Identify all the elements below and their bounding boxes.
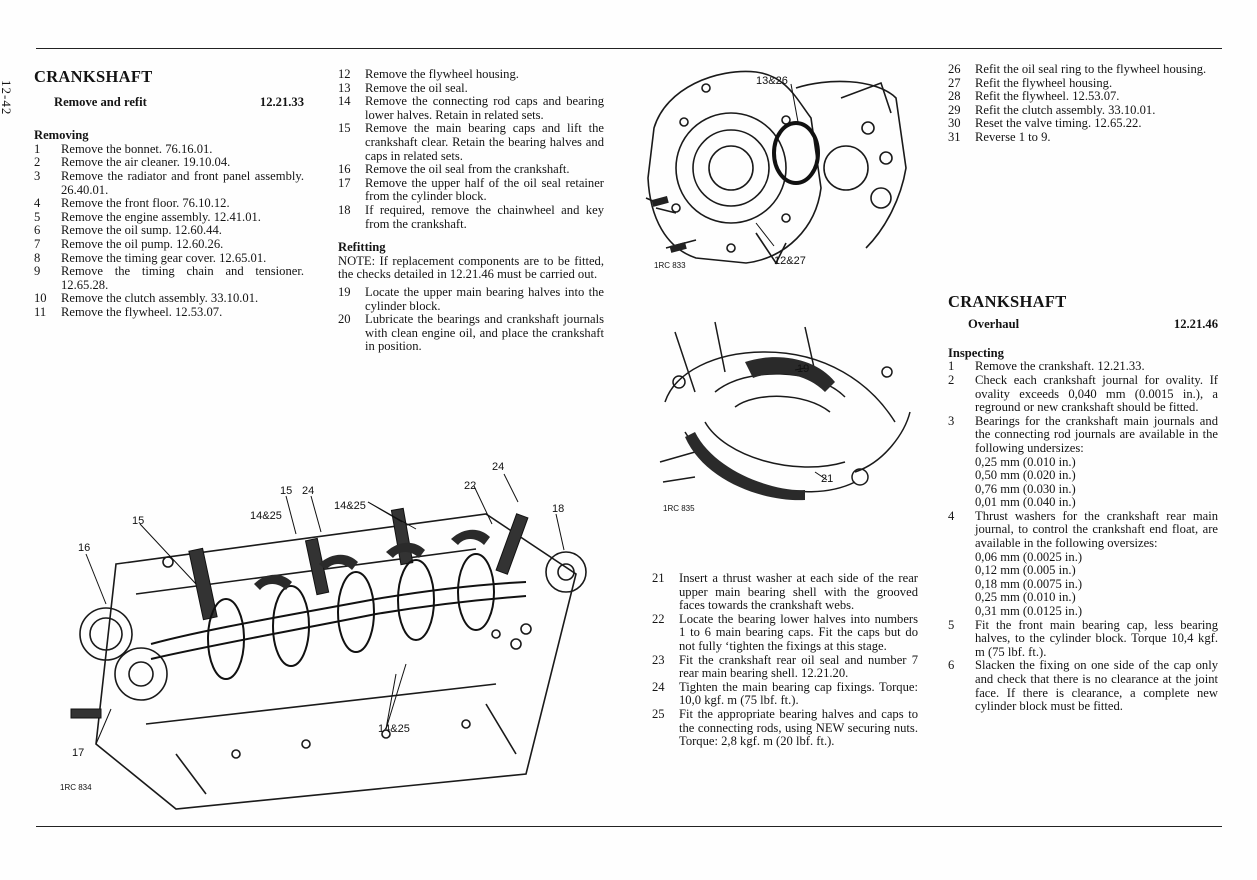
section-subtitle: Remove and refit <box>54 94 147 109</box>
oversize-item: 0,18 mm (0.0075 in.) <box>975 576 1083 591</box>
callout-14-25: 14&25 <box>250 510 282 522</box>
top-rule <box>36 48 1222 49</box>
callout-18: 18 <box>552 503 564 515</box>
undersize-list: 0,25 mm (0.010 in.) 0,50 mm (0.020 in.) … <box>975 454 1218 510</box>
callout-15: 15 <box>280 485 292 497</box>
refitting-note: NOTE: If replacement components are to b… <box>338 253 604 282</box>
callout-12-27: 12&27 <box>774 255 806 267</box>
callout-14-25: 14&25 <box>378 723 410 735</box>
undersize-item: 0,25 mm (0.010 in.) <box>975 454 1076 469</box>
callout-24: 24 <box>492 461 504 473</box>
section-title: CRANKSHAFT <box>34 67 153 86</box>
crankshaft-illustration: 15 24 14&25 14&25 16 15 22 24 18 17 14&2… <box>60 461 587 810</box>
callout-13-26: 13&26 <box>756 75 788 87</box>
callout-15: 15 <box>132 515 144 527</box>
callout-17: 17 <box>72 747 84 759</box>
overhaul-subtitle-row: Overhaul 12.21.46 <box>948 318 1218 332</box>
overhaul-ref: 12.21.46 <box>1173 317 1218 332</box>
undersize-item: 0,76 mm (0.030 in.) <box>975 481 1076 496</box>
oversize-item: 0,12 mm (0.005 in.) <box>975 563 1076 578</box>
callout-21: 21 <box>821 473 833 485</box>
section-title-overhaul: CRANKSHAFT <box>948 291 1067 311</box>
overhaul-subtitle: Overhaul <box>968 317 1020 332</box>
bearing-illustration: 19 21 1RC 835 <box>659 321 911 513</box>
section-ref: 12.21.33 <box>259 94 304 109</box>
callout-19: 19 <box>797 363 809 375</box>
page-number: 12-42 <box>0 80 14 116</box>
callout-24: 24 <box>302 485 314 497</box>
figure-code: 1RC 834 <box>60 783 92 792</box>
undersize-item: 0,01 mm (0.040 in.) <box>975 495 1076 510</box>
oversize-item: 0,06 mm (0.0025 in.) <box>975 549 1083 564</box>
inspecting-heading: Inspecting <box>948 345 1004 360</box>
figure-code: 1RC 833 <box>654 261 686 270</box>
removing-heading: Removing <box>34 128 89 143</box>
oversize-item: 0,31 mm (0.0125 in.) <box>975 604 1083 619</box>
callout-14-25: 14&25 <box>334 500 366 512</box>
callout-22: 22 <box>464 480 476 492</box>
oversize-list: 0,06 mm (0.0025 in.) 0,12 mm (0.005 in.)… <box>975 549 1218 619</box>
figure-code: 1RC 835 <box>663 504 695 513</box>
callout-16: 16 <box>78 542 90 554</box>
section-subtitle-row: Remove and refit 12.21.33 <box>34 94 304 110</box>
left-column: CRANKSHAFT Remove and refit 12.21.33 Rem… <box>34 67 304 320</box>
undersize-item: 0,50 mm (0.020 in.) <box>975 468 1076 483</box>
flywheel-housing-illustration: 13&26 12&27 1RC 833 <box>645 70 907 270</box>
oversize-item: 0,25 mm (0.010 in.) <box>975 590 1076 605</box>
refitting-heading: Refitting <box>338 240 386 255</box>
bottom-rule <box>36 826 1222 827</box>
